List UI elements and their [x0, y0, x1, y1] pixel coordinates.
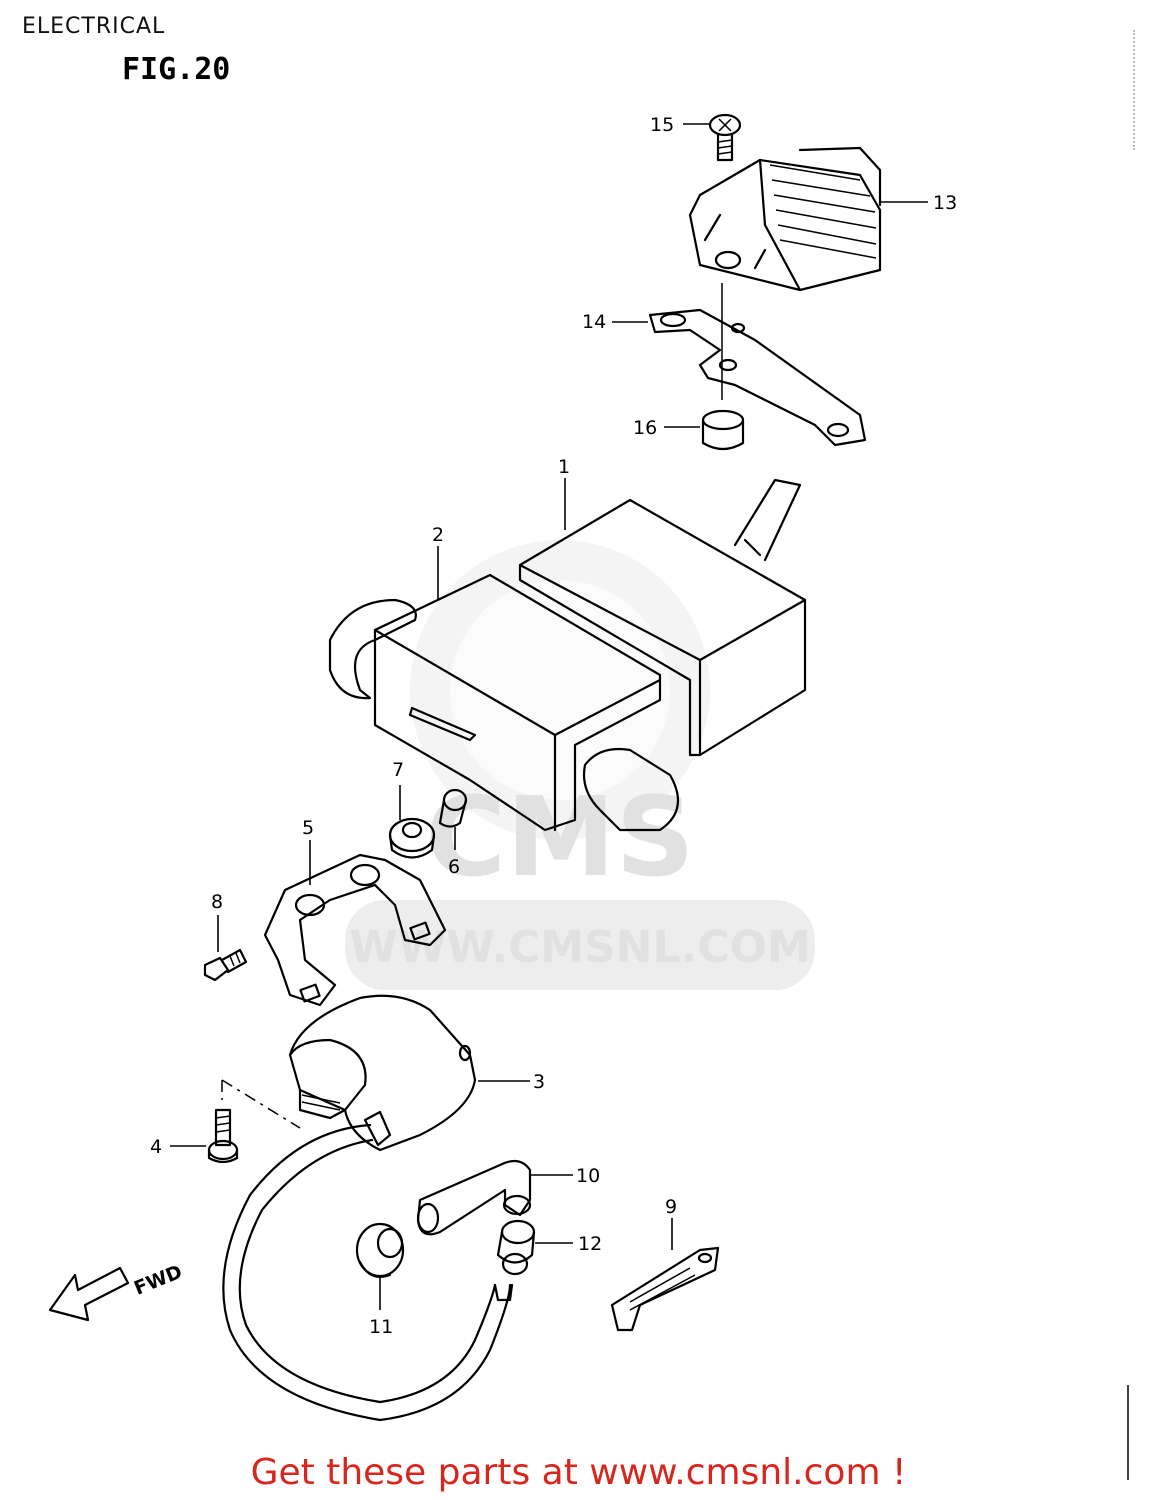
callout-15: 15 — [650, 114, 674, 136]
callout-8: 8 — [211, 891, 223, 913]
part-6-collar — [438, 788, 468, 828]
callout-7: 7 — [392, 759, 404, 781]
footer-promo-link[interactable]: Get these parts at www.cmsnl.com ! — [250, 1452, 907, 1493]
forward-direction-arrow: FWD — [48, 1261, 185, 1322]
part-9-clamp — [610, 1246, 720, 1332]
cms-watermark: CMS WWW.CMSNL.COM — [345, 540, 815, 990]
leader-lines — [170, 123, 928, 1310]
part-15-screw — [708, 113, 742, 162]
callout-6: 6 — [448, 856, 460, 878]
callout-9: 9 — [665, 1196, 677, 1218]
part-4-screw — [207, 1108, 239, 1164]
callout-11: 11 — [369, 1316, 393, 1338]
fwd-label: FWD — [131, 1261, 185, 1300]
part-11-cap — [355, 1222, 405, 1278]
part-10-plug-cap — [416, 1159, 532, 1236]
part-13-regulator — [688, 146, 882, 292]
figure-label: FIG.20 — [122, 52, 231, 87]
part-3-ignition-coil — [288, 994, 477, 1152]
callout-5: 5 — [302, 817, 314, 839]
callout-1: 1 — [558, 456, 570, 478]
part-1-cdi-unit — [518, 478, 807, 757]
part-8-bolt — [203, 948, 248, 982]
callout-3: 3 — [533, 1071, 545, 1093]
callout-16: 16 — [633, 417, 657, 439]
part-16-nut — [701, 409, 745, 451]
high-tension-cable — [222, 1123, 514, 1422]
part-14-bracket — [648, 283, 867, 447]
callout-13: 13 — [933, 192, 957, 214]
callout-12: 12 — [578, 1233, 602, 1255]
scan-edge-marks — [1131, 30, 1135, 150]
page-title: ELECTRICAL — [22, 14, 166, 39]
callout-10: 10 — [576, 1165, 600, 1187]
part-12-spark-plug-end — [496, 1219, 536, 1276]
part-5-bracket — [263, 853, 447, 1007]
part-2-holder — [328, 573, 680, 832]
part-7-grommet — [388, 817, 436, 859]
watermark-brand: CMS — [425, 773, 694, 901]
callout-14: 14 — [582, 311, 606, 333]
alignment-guide — [221, 1079, 301, 1129]
callout-4: 4 — [150, 1136, 162, 1158]
watermark-url: WWW.CMSNL.COM — [349, 922, 811, 973]
callout-2: 2 — [432, 524, 444, 546]
callout-numbers: 15 13 14 16 1 2 7 6 5 8 3 4 10 9 12 11 — [150, 114, 957, 1338]
